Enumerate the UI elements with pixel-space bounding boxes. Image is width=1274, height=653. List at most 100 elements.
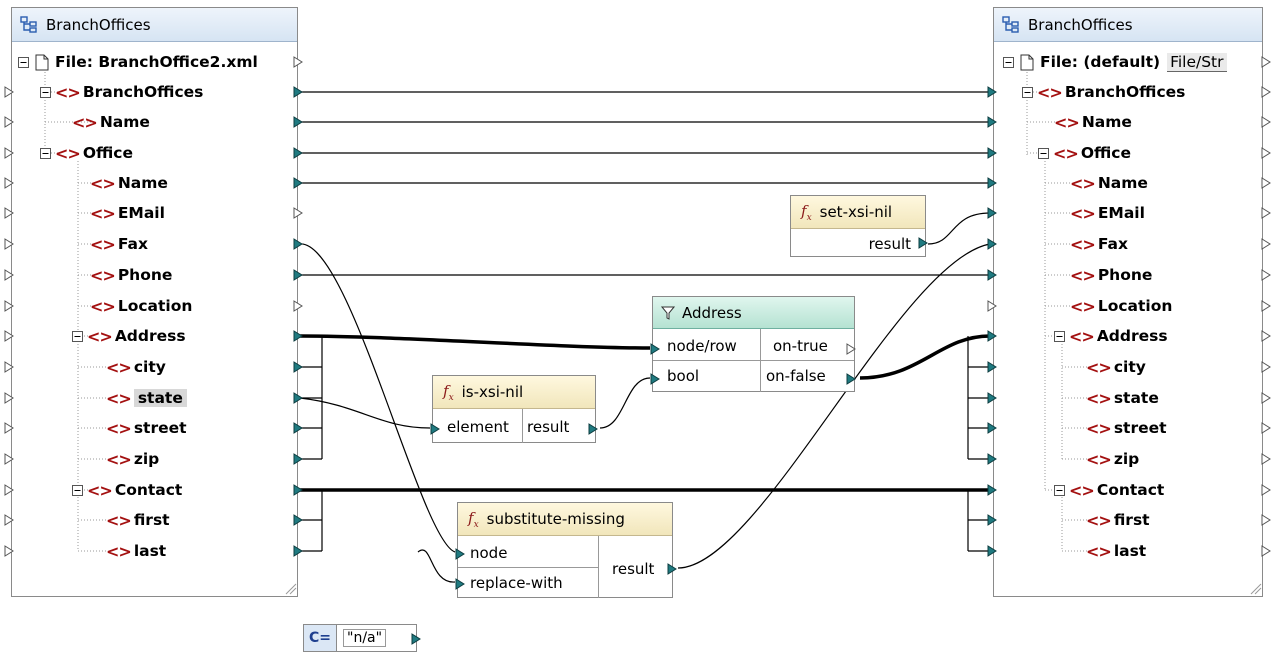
output-port-icon[interactable] [667, 563, 677, 575]
source-component[interactable]: BranchOffices [11, 7, 298, 597]
target-item-location[interactable]: <>Location [1070, 291, 1172, 321]
source-item-name[interactable]: <>Name [72, 107, 150, 137]
input-port-icon[interactable] [650, 343, 660, 355]
filter-output-on-false[interactable]: on-false [766, 363, 826, 388]
collapse-icon[interactable] [1054, 484, 1065, 496]
collapse-icon[interactable] [72, 330, 83, 342]
target-item-zip[interactable]: <>zip [1086, 444, 1139, 474]
output-port-icon[interactable] [918, 237, 928, 249]
constant-component[interactable]: C= "n/a" [303, 624, 421, 652]
target-item-address[interactable]: <>Address [1054, 321, 1168, 351]
input-port-icon[interactable] [650, 373, 660, 385]
source-item-fax[interactable]: <>Fax [90, 229, 148, 259]
substitute-missing-name: substitute-missing [486, 510, 625, 528]
source-item-street[interactable]: <>street [106, 413, 187, 443]
filter-output-on-true[interactable]: on-true [773, 333, 828, 358]
address-filter[interactable]: Address node/row bool on-true on-false [650, 296, 856, 392]
function-icon: fx [443, 381, 454, 403]
set-xsi-nil-output[interactable]: result [869, 230, 911, 257]
element-icon: <> [106, 510, 132, 530]
input-port-icon[interactable] [455, 548, 465, 560]
target-item-phone[interactable]: <>Phone [1070, 260, 1152, 290]
source-item-phone[interactable]: <>Phone [90, 260, 172, 290]
set-xsi-nil-function[interactable]: fx set-xsi-nil result [790, 195, 928, 257]
filter-input-bool[interactable]: bool [667, 363, 699, 388]
set-xsi-nil-title[interactable]: fx set-xsi-nil [791, 196, 925, 229]
target-title-bar[interactable]: BranchOffices [994, 8, 1262, 42]
thin-connectors [299, 91, 991, 583]
target-file-row[interactable]: File: (default) File/Str [1003, 47, 1227, 77]
collapse-icon[interactable] [40, 86, 51, 98]
source-item-city[interactable]: <>city [106, 352, 166, 382]
element-icon: <> [1070, 296, 1096, 316]
target-input-ports [987, 86, 997, 557]
output-port-icon[interactable] [588, 423, 598, 435]
substitute-missing-function[interactable]: fx substitute-missing node replace-with … [455, 502, 677, 598]
source-item-office[interactable]: <>Office [40, 138, 133, 168]
collapse-icon[interactable] [1038, 147, 1049, 159]
source-item-zip[interactable]: <>zip [106, 444, 159, 474]
element-icon: <> [106, 418, 132, 438]
target-component[interactable]: BranchOffices [993, 7, 1263, 597]
collapse-icon[interactable] [1003, 56, 1014, 68]
substitute-input-replace-with[interactable]: replace-with [470, 570, 563, 595]
output-port-icon[interactable] [846, 343, 856, 355]
input-port-icon[interactable] [430, 423, 440, 435]
source-file-row[interactable]: File: BranchOffice2.xml [18, 47, 258, 77]
is-xsi-nil-function[interactable]: fx is-xsi-nil element result [430, 375, 598, 443]
target-item-street[interactable]: <>street [1086, 413, 1167, 443]
target-item-state[interactable]: <>state [1086, 383, 1159, 413]
substitute-output[interactable]: result [612, 556, 654, 581]
output-port-icon[interactable] [846, 373, 856, 385]
constant-value[interactable]: "n/a" [343, 629, 387, 647]
substitute-missing-title[interactable]: fx substitute-missing [458, 503, 672, 536]
file-icon [1020, 54, 1034, 70]
source-item-address[interactable]: <>Address [72, 321, 186, 351]
filter-input-noderow[interactable]: node/row [667, 333, 737, 358]
target-item-name[interactable]: <>Name [1054, 107, 1132, 137]
source-item-contact[interactable]: <>Contact [72, 475, 182, 505]
source-file-label: File: BranchOffice2.xml [55, 53, 258, 71]
filter-title[interactable]: Address [653, 297, 854, 329]
substitute-input1-label: node [470, 543, 508, 562]
is-xsi-nil-input[interactable]: element [447, 414, 509, 439]
collapse-icon[interactable] [18, 56, 29, 68]
target-item-first[interactable]: <>first [1086, 505, 1150, 535]
source-input-ports [4, 86, 14, 557]
source-item-email[interactable]: <>EMail [90, 198, 165, 228]
target-item-contact[interactable]: <>Contact [1054, 475, 1164, 505]
target-item-office-name[interactable]: <>Name [1070, 168, 1148, 198]
target-item-label: zip [1113, 450, 1140, 468]
source-item-state[interactable]: <>state [106, 383, 187, 413]
substitute-input-node[interactable]: node [470, 540, 507, 565]
output-port-icon[interactable] [411, 633, 421, 645]
is-xsi-nil-output[interactable]: result [527, 414, 569, 439]
source-item-location[interactable]: <>Location [90, 291, 192, 321]
source-item-last[interactable]: <>last [106, 536, 166, 566]
target-item-office[interactable]: <>Office [1038, 138, 1131, 168]
is-xsi-nil-title[interactable]: fx is-xsi-nil [433, 376, 595, 409]
source-child-fan [300, 335, 990, 552]
target-item-fax[interactable]: <>Fax [1070, 229, 1128, 259]
element-icon: <> [55, 143, 81, 163]
target-item-branchoffices[interactable]: <>BranchOffices [1022, 77, 1185, 107]
source-item-label: first [133, 511, 170, 529]
target-item-city[interactable]: <>city [1086, 352, 1146, 382]
input-port-icon[interactable] [455, 578, 465, 590]
collapse-icon[interactable] [1022, 86, 1033, 98]
collapse-icon[interactable] [40, 147, 51, 159]
source-title-bar[interactable]: BranchOffices [12, 8, 297, 42]
source-item-branchoffices[interactable]: <>BranchOffices [40, 77, 203, 107]
filter-input1-label: node/row [667, 336, 737, 355]
file-structure-button[interactable]: File/Str [1167, 52, 1227, 72]
source-item-label: state [133, 389, 187, 407]
target-item-last[interactable]: <>last [1086, 536, 1146, 566]
element-icon: <> [1070, 203, 1096, 223]
source-item-office-name[interactable]: <>Name [90, 168, 168, 198]
target-item-email[interactable]: <>EMail [1070, 198, 1145, 228]
collapse-icon[interactable] [1054, 330, 1065, 342]
source-item-label: Office [82, 144, 133, 162]
collapse-icon[interactable] [72, 484, 83, 496]
source-item-first[interactable]: <>first [106, 505, 170, 535]
